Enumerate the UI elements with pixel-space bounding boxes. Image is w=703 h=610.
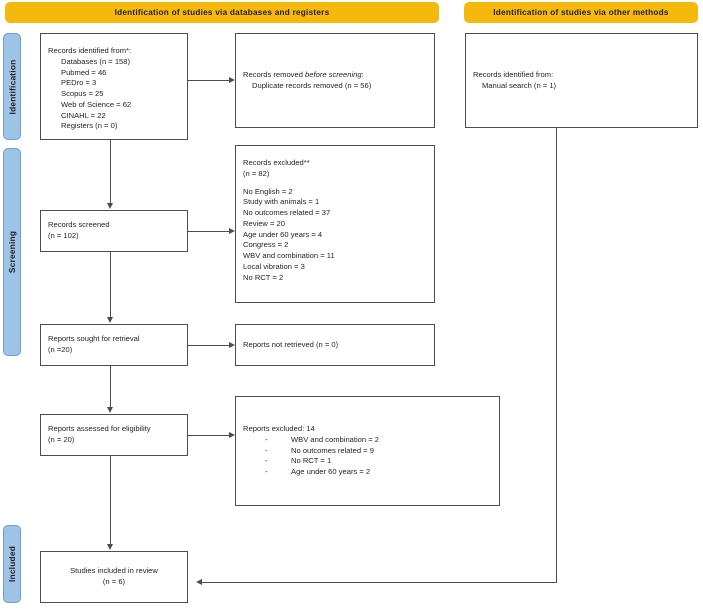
reports-sought-line2: (n =20)	[48, 345, 73, 354]
stage-label-identification: Identification	[7, 59, 18, 114]
connector-other-horizontal	[202, 582, 557, 583]
records-identified-line-2: PEDro = 3	[61, 78, 97, 88]
reports-sought-line1: Reports sought for retrieval	[48, 334, 140, 344]
records-excluded-reason-2: No outcomes related = 37	[243, 208, 331, 218]
records-identified-line-4: Web of Science = 62	[61, 99, 132, 109]
records-excluded-reason-6: WBV and combination = 11	[243, 251, 335, 261]
reports-not-retrieved-line1: Reports not retrieved (n = 0)	[243, 339, 339, 349]
arrow-identified-to-screened-icon	[106, 203, 113, 209]
box-records-removed: Records removed before screening: Duplic…	[235, 33, 435, 128]
records-excluded-reason-0: No English = 2	[243, 186, 293, 196]
other-identified-heading: Records identified from:	[473, 69, 554, 79]
box-reports-not-retrieved: Reports not retrieved (n = 0)	[235, 324, 435, 366]
connector-assessed-to-included	[110, 456, 111, 544]
records-excluded-reason-1: Study with animals = 1	[243, 197, 320, 207]
records-identified-line-6: Registers (n = 0)	[61, 121, 118, 131]
box-studies-included: Studies included in review (n = 6)	[40, 551, 188, 603]
records-removed-line1-italic: before screening	[305, 69, 362, 79]
stage-label-screening: Screening	[7, 230, 18, 274]
records-removed-line1-normal: Records removed	[243, 69, 306, 79]
connector-sought-to-not-retrieved	[188, 345, 229, 346]
records-removed-line2: Duplicate records removed (n = 56)	[252, 80, 372, 90]
connector-other-vertical	[556, 128, 557, 582]
box-reports-assessed: Reports assessed for eligibility (n = 20…	[40, 414, 188, 456]
reports-excluded-bullet-0: -	[265, 434, 268, 444]
records-identified-line-1: Pubmed = 46	[61, 67, 107, 77]
connector-identified-to-removed	[188, 80, 229, 81]
reports-excluded-reason-text-3: Age under 60 years = 2	[291, 467, 371, 477]
box-records-excluded: Records excluded** (n = 82) No English =…	[235, 145, 435, 303]
connector-identified-to-screened	[110, 140, 111, 203]
connector-screened-to-sought	[110, 252, 111, 317]
stage-rail-included: Included	[3, 525, 21, 603]
banner-databases-registers: Identification of studies via databases …	[5, 2, 439, 23]
studies-included-line2: (n = 6)	[102, 577, 126, 586]
records-identified-line-5: CINAHL = 22	[61, 110, 106, 120]
records-excluded-reason-3: Review = 20	[243, 218, 285, 228]
records-excluded-reason-7: Local vibration = 3	[243, 262, 305, 272]
reports-assessed-line2: (n = 20)	[48, 435, 75, 444]
connector-assessed-to-excluded	[188, 435, 229, 436]
records-excluded-reason-5: Congress = 2	[243, 240, 289, 250]
stage-rail-identification: Identification	[3, 33, 21, 140]
records-excluded-count: (n = 82)	[243, 168, 270, 178]
reports-excluded-reason-2: - No RCT = 1	[243, 456, 492, 467]
box-reports-sought: Reports sought for retrieval (n =20)	[40, 324, 188, 366]
records-identified-line-0: Databases (n = 158)	[61, 56, 131, 66]
reports-excluded-reason-3: - Age under 60 years = 2	[243, 467, 492, 478]
records-excluded-heading: Records excluded**	[243, 158, 310, 167]
records-excluded-reason-4: Age under 60 years = 4	[243, 229, 323, 239]
reports-excluded-bullet-3: -	[265, 467, 268, 477]
box-records-identified: Records identified from*: Databases (n =…	[40, 33, 188, 140]
reports-excluded-bullet-2: -	[265, 456, 268, 466]
connector-sought-to-assessed	[110, 366, 111, 407]
box-records-screened: Records screened (n = 102)	[40, 210, 188, 252]
arrow-sought-to-assessed-icon	[106, 407, 113, 413]
connector-screened-to-excluded	[188, 231, 229, 232]
arrow-other-to-included-icon	[196, 578, 202, 585]
stage-label-included: Included	[7, 545, 18, 583]
reports-excluded-reason-text-1: No outcomes related = 9	[291, 445, 374, 455]
reports-excluded-bullet-1: -	[265, 445, 268, 455]
arrow-sought-to-not-retrieved-icon	[229, 341, 235, 348]
records-screened-line2: (n = 102)	[48, 231, 79, 240]
arrow-screened-to-excluded-icon	[229, 227, 235, 234]
records-excluded-spacer	[243, 180, 427, 187]
records-identified-line-3: Scopus = 25	[61, 89, 104, 99]
arrow-assessed-to-excluded-icon	[229, 431, 235, 438]
box-reports-excluded: Reports excluded: 14 - WBV and combinatio…	[235, 396, 500, 506]
reports-excluded-reason-text-2: No RCT = 1	[291, 456, 332, 466]
reports-excluded-reason-0: - WBV and combination = 2	[243, 435, 492, 446]
studies-included-line1: Studies included in review	[70, 566, 158, 576]
records-removed-line1: Records removed before screening:	[243, 70, 427, 81]
reports-excluded-reason-1: - No outcomes related = 9	[243, 446, 492, 457]
box-other-identified: Records identified from: Manual search (…	[465, 33, 698, 128]
arrow-assessed-to-included-icon	[106, 544, 113, 550]
arrow-screened-to-sought-icon	[106, 317, 113, 323]
records-excluded-reason-8: No RCT = 2	[243, 272, 284, 282]
other-identified-line-0: Manual search (n = 1)	[482, 80, 557, 90]
records-screened-line1: Records screened	[48, 220, 110, 230]
records-removed-line1-tail: :	[361, 69, 364, 79]
banner-other-methods: Identification of studies via other meth…	[464, 2, 698, 23]
reports-excluded-heading: Reports excluded: 14	[243, 424, 315, 434]
reports-assessed-line1: Reports assessed for eligibility	[48, 424, 151, 434]
stage-rail-screening: Screening	[3, 148, 21, 356]
arrow-identified-to-removed-icon	[229, 76, 235, 83]
reports-excluded-reason-text-0: WBV and combination = 2	[291, 434, 380, 444]
records-identified-heading: Records identified from*:	[48, 46, 132, 55]
